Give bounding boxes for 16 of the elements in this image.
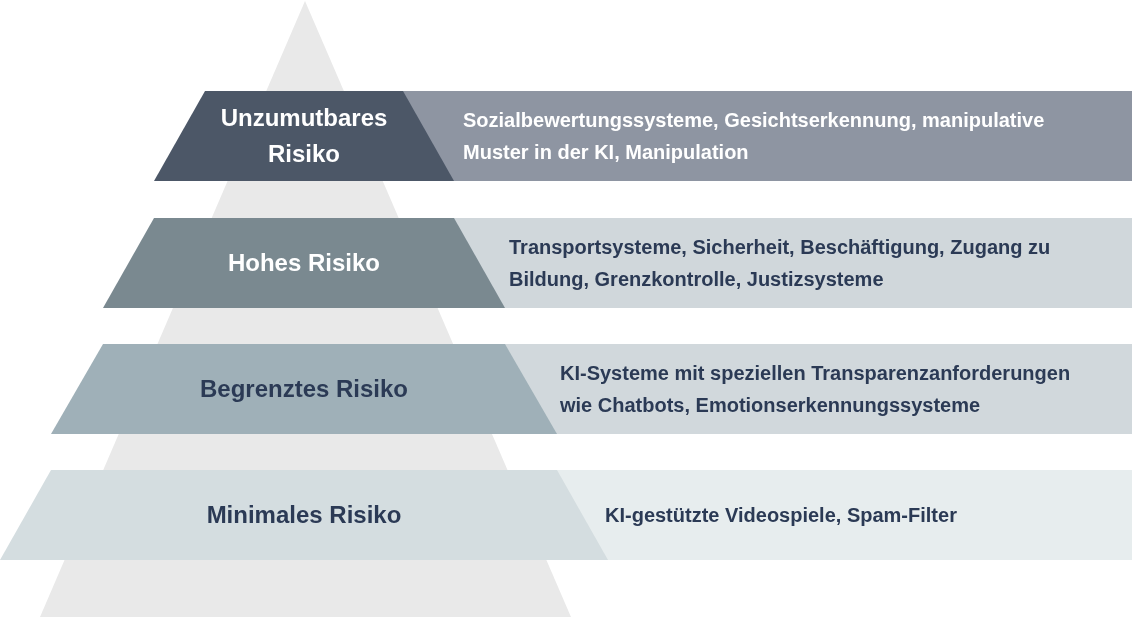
pyramid-tier bbox=[0, 470, 608, 560]
tier-label: Unzumutbares Risiko bbox=[219, 103, 389, 169]
description-text: Transportsysteme, Sicherheit, Beschäftigung, Zugang zu Bildung, Grenzkontrolle, Justizsysteme bbox=[509, 235, 1052, 292]
pyramid-tier bbox=[103, 218, 505, 308]
description-bar bbox=[454, 218, 1132, 308]
tier-label: Begrenztes Risiko bbox=[199, 374, 409, 404]
description-bar bbox=[403, 91, 1132, 181]
description-text: KI-gestützte Videospiele, Spam-Filter bbox=[605, 503, 957, 528]
tier-label: Minimales Risiko bbox=[206, 500, 402, 530]
description-text: Sozialbewertungssysteme, Gesichtserkennung, manipulative Muster in der KI, Manipulation bbox=[463, 108, 1046, 165]
tier-label: Hohes Risiko bbox=[227, 248, 380, 278]
description-bar bbox=[557, 470, 1132, 560]
pyramid-tier bbox=[51, 344, 557, 434]
pyramid-tier bbox=[154, 91, 454, 181]
description-bar bbox=[505, 344, 1132, 434]
description-text: KI-Systeme mit speziellen Transparenzanforderungen wie Chatbots, Emotionserkennungssysteme bbox=[560, 361, 1072, 418]
